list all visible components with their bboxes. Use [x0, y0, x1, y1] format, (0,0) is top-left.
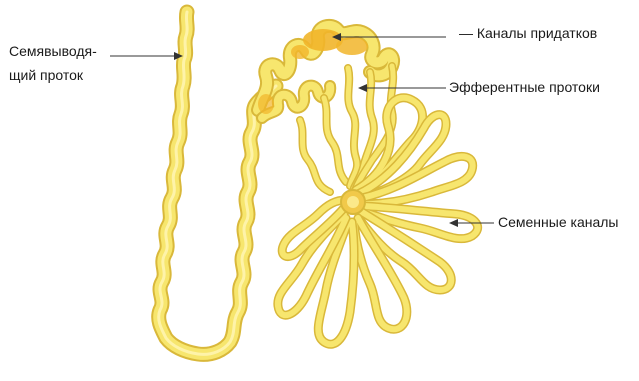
- label-vas-deferens-line2: щий проток: [9, 66, 83, 85]
- label-vas-deferens-line1: Семявыводя-: [9, 42, 97, 61]
- label-seminiferous-tubules: Семенные каналы: [498, 213, 618, 232]
- label-epididymis-canals: — Каналы придатков: [459, 24, 597, 43]
- efferent-arrowhead: [358, 84, 367, 92]
- seminiferous-arrowhead: [449, 219, 458, 227]
- seminiferous-tubules: [278, 98, 478, 345]
- label-efferent-ducts: Эфферентные протоки: [449, 78, 600, 97]
- vas-deferens-duct: [159, 12, 276, 354]
